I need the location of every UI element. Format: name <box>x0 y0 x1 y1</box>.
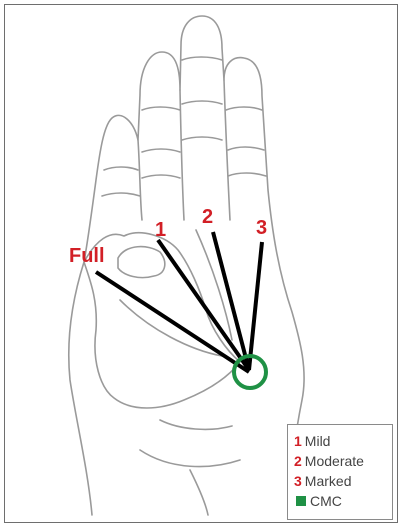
label-full: Full <box>69 245 105 267</box>
label-2: 2 <box>202 206 213 228</box>
legend-number: 3 <box>294 473 302 489</box>
legend-item-cmc: CMC <box>294 491 392 511</box>
cmc-square-icon <box>296 496 306 506</box>
legend-label: Mild <box>305 433 331 449</box>
legend-number: 2 <box>294 453 302 469</box>
legend-label: CMC <box>310 493 342 509</box>
label-1: 1 <box>155 219 166 241</box>
label-3: 3 <box>256 217 267 239</box>
thumbnail <box>118 247 165 278</box>
finger-creases <box>102 57 266 196</box>
line-3 <box>249 242 262 370</box>
legend-label: Marked <box>305 473 352 489</box>
line-2 <box>213 232 249 370</box>
legend-label: Moderate <box>305 453 364 469</box>
legend-number: 1 <box>294 433 302 449</box>
